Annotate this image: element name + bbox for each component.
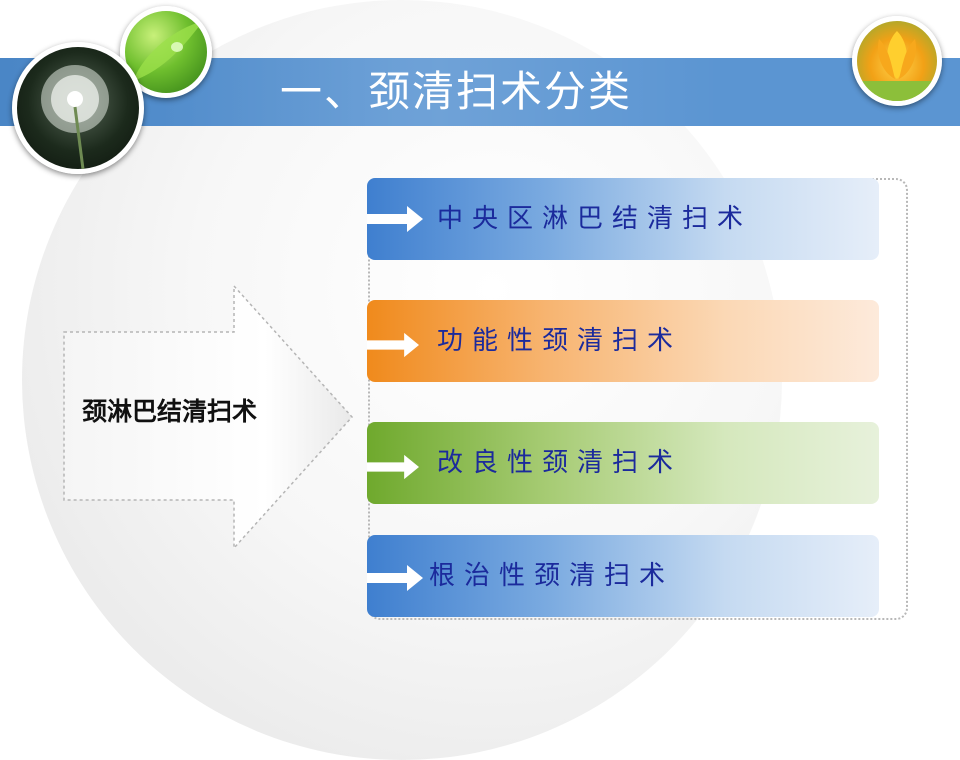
category-modified: 改良性颈清扫术 xyxy=(367,422,879,504)
category-label: 中央区淋巴结清扫术 xyxy=(437,204,753,234)
source-label: 颈淋巴结清扫术 xyxy=(82,397,258,426)
white-arrow-icon xyxy=(367,565,423,591)
category-radical: 根治性颈清扫术 xyxy=(367,535,879,617)
white-arrow-icon xyxy=(367,454,419,480)
white-arrow-icon xyxy=(367,206,423,232)
category-label: 根治性颈清扫术 xyxy=(429,561,675,591)
slide-title: 一、颈清扫术分类 xyxy=(280,67,633,116)
yellow-tulip-photo xyxy=(852,16,942,106)
title-bar-highlight xyxy=(160,58,720,126)
category-central: 中央区淋巴结清扫术 xyxy=(367,178,879,260)
category-functional: 功能性颈清扫术 xyxy=(367,300,879,382)
dandelion-photo xyxy=(12,42,144,174)
category-label: 功能性颈清扫术 xyxy=(437,326,683,356)
white-arrow-icon xyxy=(367,332,419,358)
big-right-arrow xyxy=(63,284,354,550)
category-label: 改良性颈清扫术 xyxy=(437,448,683,478)
